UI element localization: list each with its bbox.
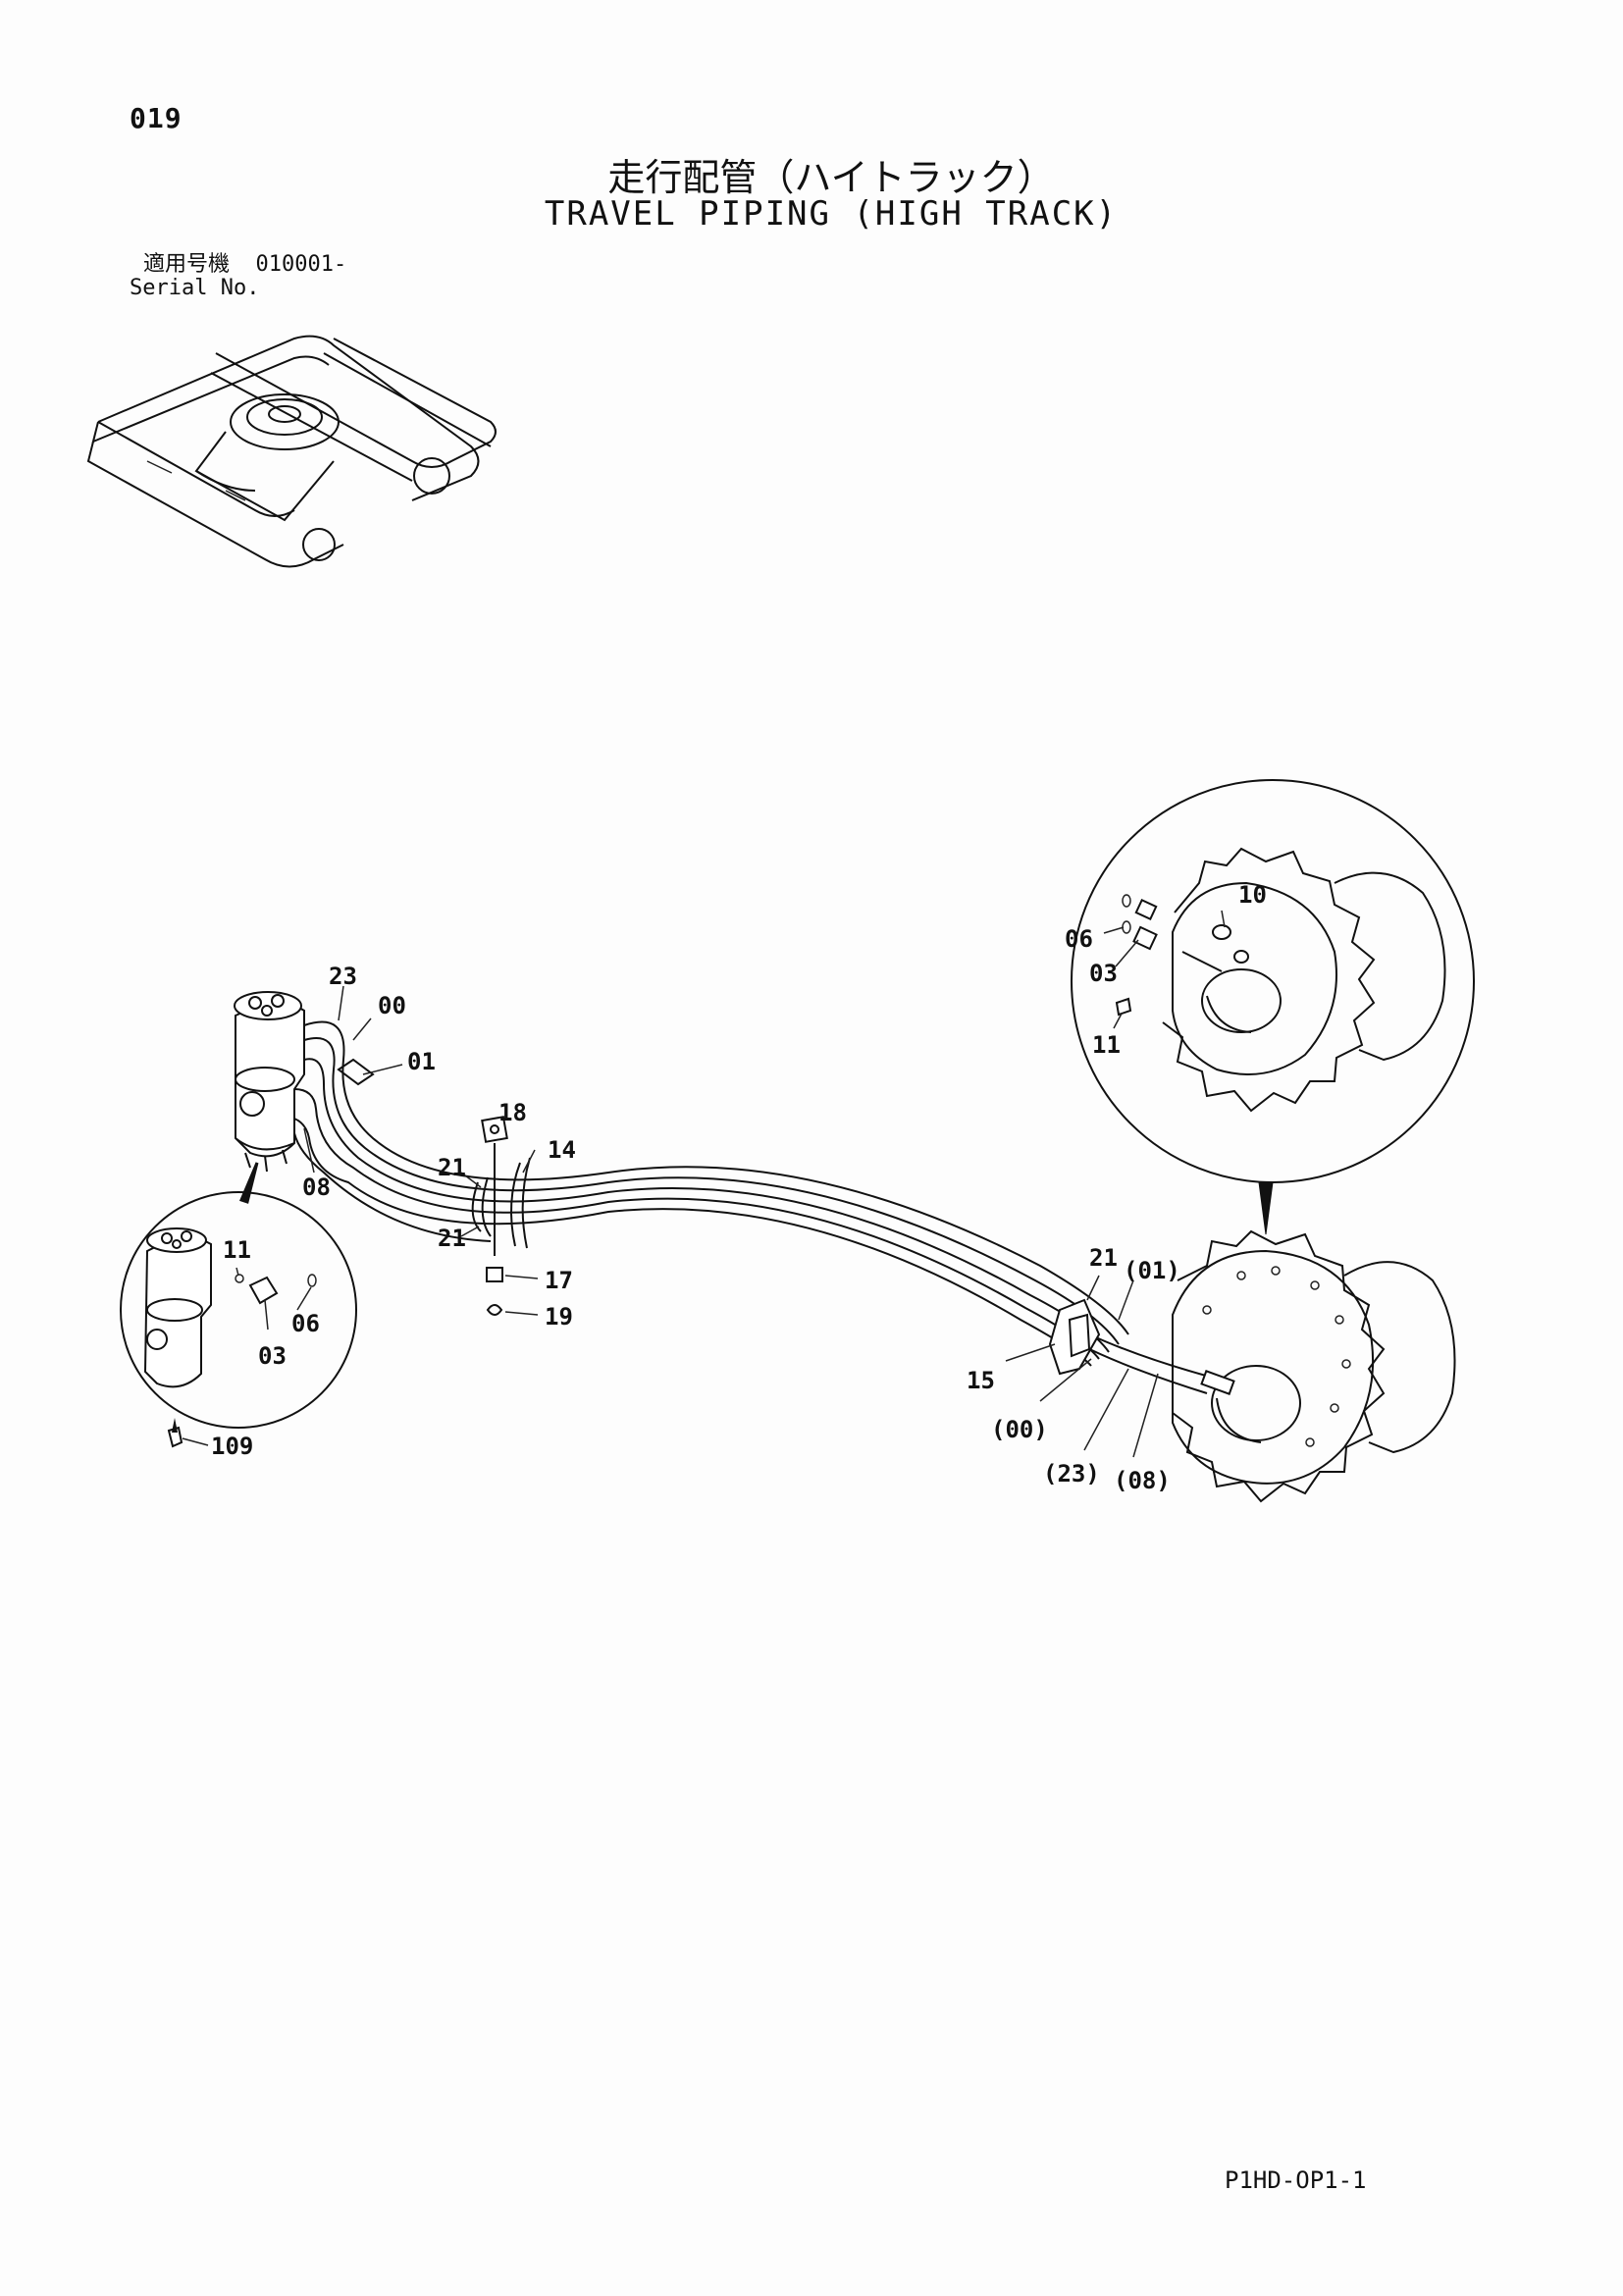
serial-label-en: Serial No. (130, 276, 260, 300)
callout-leader-lines (182, 910, 1226, 1458)
callout-10: 10 (1238, 881, 1267, 909)
serial-value: 010001- (255, 252, 347, 277)
callout-17: 17 (545, 1267, 573, 1294)
callout-15: 15 (967, 1367, 995, 1394)
callout-03-detail-right: 03 (1089, 960, 1118, 987)
callout-06-detail-left: 06 (291, 1310, 320, 1337)
callout-06-detail-right: 06 (1065, 925, 1093, 953)
callout-01: 01 (407, 1048, 436, 1075)
serial-label-ja: 適用号機 (143, 252, 231, 277)
callout-11-detail-left: 11 (223, 1236, 251, 1264)
callout-08: 08 (302, 1174, 331, 1201)
detail-view-motor-ports (1071, 779, 1475, 1235)
hose-bundle (293, 1020, 1129, 1367)
callout-21-right: 21 (1089, 1244, 1118, 1272)
callout-labels: 23 00 01 08 18 14 21 21 17 19 21 (01) 15… (211, 881, 1267, 1494)
callout-23: 23 (329, 963, 357, 990)
callout-14: 14 (548, 1136, 576, 1164)
callout-19: 19 (545, 1303, 573, 1331)
hose-clamp-assembly (471, 1116, 531, 1316)
callout-23-ref: (23) (1043, 1460, 1100, 1487)
callout-03-detail-left: 03 (258, 1342, 287, 1370)
title-japanese: 走行配管（ハイトラック） (607, 156, 1055, 199)
center-joint-illustration (234, 991, 305, 1173)
undercarriage-overview-illustration (86, 335, 497, 568)
callout-11-detail-right: 11 (1092, 1031, 1121, 1059)
title-english: TRAVEL PIPING (HIGH TRACK) (544, 194, 1119, 234)
callout-21-lower: 21 (438, 1225, 466, 1252)
callout-21-upper: 21 (438, 1154, 466, 1181)
serial-number-block: 適用号機 010001- Serial No. (130, 253, 346, 300)
detail-view-center-joint (120, 1162, 357, 1448)
callout-109: 109 (211, 1433, 253, 1460)
page-number: 019 (130, 102, 183, 134)
travel-motor-illustration (1048, 1229, 1456, 1503)
callout-00: 00 (378, 992, 406, 1019)
callout-18: 18 (498, 1099, 527, 1126)
callout-00-ref: (00) (991, 1416, 1048, 1443)
callout-01-ref: (01) (1124, 1257, 1180, 1284)
callout-08-ref: (08) (1114, 1467, 1171, 1494)
document-code: P1HD-OP1-1 (1225, 2166, 1367, 2194)
